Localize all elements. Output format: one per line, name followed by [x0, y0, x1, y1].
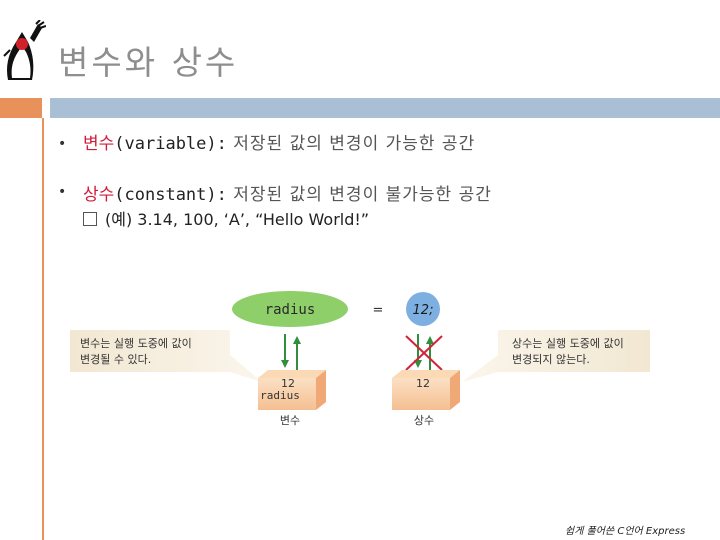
value-label: 12; [413, 303, 434, 318]
cross-icon [405, 335, 443, 371]
left-callout-line1: 변수는 실행 도중에 값이 [80, 337, 192, 350]
duke-logo [3, 20, 46, 80]
caption-constant: 상수 [414, 414, 434, 427]
bullet-code: (variable): [114, 134, 227, 154]
bullet-keyword: 변수 [83, 134, 115, 154]
bullet-keyword: 상수 [83, 185, 115, 205]
page-title: 변수와 상수 [58, 43, 239, 82]
caption-variable: 변수 [280, 414, 300, 427]
header-accent-bar [0, 98, 42, 118]
variable-name-label: radius [265, 302, 316, 318]
right-callout-line2: 변경되지 않는다. [512, 353, 590, 366]
variable-box-value: 12 [281, 377, 295, 390]
equals-sign: = [373, 303, 384, 318]
arrow-up-icon [426, 336, 434, 344]
header-bar [50, 98, 720, 118]
bullet-variable: 변수(variable): 저장된 값의 변경이 가능한 공간 [83, 129, 475, 154]
bullet-text: 저장된 값의 변경이 불가능한 공간 [226, 185, 492, 205]
left-callout-shape [70, 330, 262, 382]
left-callout-line2: 변경될 수 있다. [80, 352, 151, 366]
right-callout-shape [462, 330, 650, 382]
sub-bullet-example: (예) 3.14, 100, ‘A’, “Hello World!” [105, 210, 370, 229]
bullet-marker: • [58, 184, 67, 200]
bullet-constant: 상수(constant): 저장된 값의 변경이 불가능한 공간 [83, 180, 492, 205]
arrow-up-icon [293, 336, 301, 344]
footer-text: 쉽게 풀어쓴 C언어 Express [565, 526, 686, 537]
bullet-text: 저장된 값의 변경이 가능한 공간 [226, 134, 476, 154]
sub-bullet-marker [83, 212, 97, 226]
arrow-down-icon [414, 360, 422, 368]
constant-box-value: 12 [416, 377, 430, 390]
side-rule [42, 118, 44, 540]
bullet-code: (constant): [114, 185, 227, 205]
bullet-marker: • [58, 136, 67, 152]
variable-name-ellipse [232, 291, 348, 327]
variable-box-name: radius [260, 389, 300, 402]
value-circle [406, 292, 440, 326]
constant-box [392, 370, 460, 410]
arrow-down-icon [281, 360, 289, 368]
variable-box [258, 370, 326, 410]
right-callout-line1: 상수는 실행 도중에 값이 [512, 337, 624, 350]
